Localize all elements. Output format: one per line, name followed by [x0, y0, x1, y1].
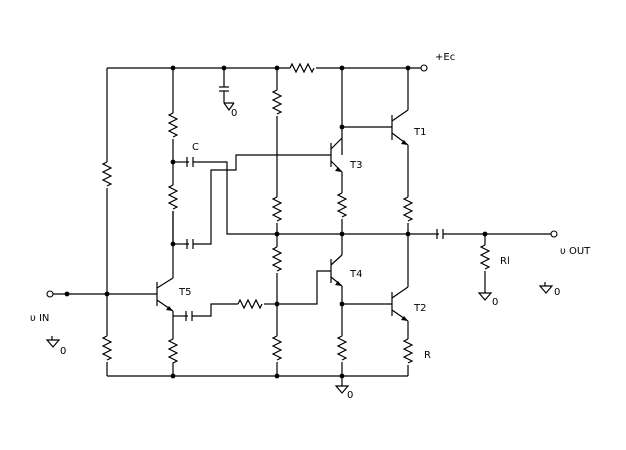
resistor-rl [479, 244, 491, 270]
transistor-t1 [391, 109, 409, 146]
resistor [271, 335, 283, 361]
resistor [271, 89, 283, 115]
label-t3: T3 [349, 160, 362, 171]
label-t5: T5 [178, 287, 191, 298]
label-t4: T4 [349, 269, 362, 280]
label-gnd: 0 [231, 108, 237, 119]
label-t1: T1 [413, 127, 426, 138]
capacitor-c [186, 157, 195, 167]
terminals [46, 64, 558, 298]
capacitor-decoupling [219, 86, 229, 92]
label-r: R [424, 350, 431, 361]
capacitor [185, 311, 194, 321]
resistor [336, 335, 348, 361]
label-gnd: 0 [347, 390, 353, 401]
resistors [101, 62, 491, 376]
capacitor-output [436, 229, 445, 239]
resistor [336, 192, 348, 218]
transistor-t2 [391, 286, 409, 322]
label-supply: +Ec [435, 52, 455, 63]
ground-icon [223, 102, 235, 112]
resistor [271, 196, 283, 222]
capacitor [186, 239, 195, 249]
transistor-t4 [330, 254, 343, 287]
resistor [101, 161, 113, 187]
ground-icon [477, 292, 493, 301]
ground-icon [334, 385, 350, 394]
label-rl: Rl [500, 256, 510, 267]
resistor [402, 196, 414, 222]
label-gnd: 0 [554, 287, 560, 298]
label-gnd: 0 [60, 346, 66, 357]
ground-symbols [45, 102, 554, 394]
label-gnd: 0 [492, 297, 498, 308]
transistor-t3 [330, 137, 343, 173]
ground-icon [45, 336, 61, 348]
capacitors [185, 86, 445, 321]
ground-icon [538, 282, 554, 294]
resistor [402, 338, 414, 364]
transistor-t5 [156, 211, 174, 316]
output-terminal [550, 230, 558, 238]
labels: +Ec υ IN υ OUT T1 T2 T3 T4 T5 C Rl R 0 0… [30, 52, 591, 401]
resistor [167, 338, 179, 376]
supply-terminal [420, 64, 428, 72]
label-capacitor-c: C [192, 142, 199, 153]
junctions [64, 65, 488, 379]
resistor [237, 298, 263, 310]
label-output: υ OUT [560, 246, 591, 257]
resistor [167, 112, 179, 138]
resistor [167, 184, 179, 210]
resistor [271, 246, 283, 272]
label-t2: T2 [413, 303, 426, 314]
input-terminal [46, 290, 54, 298]
resistor [289, 62, 315, 74]
resistor [101, 335, 113, 361]
label-input: υ IN [30, 313, 49, 324]
wires [53, 67, 551, 386]
